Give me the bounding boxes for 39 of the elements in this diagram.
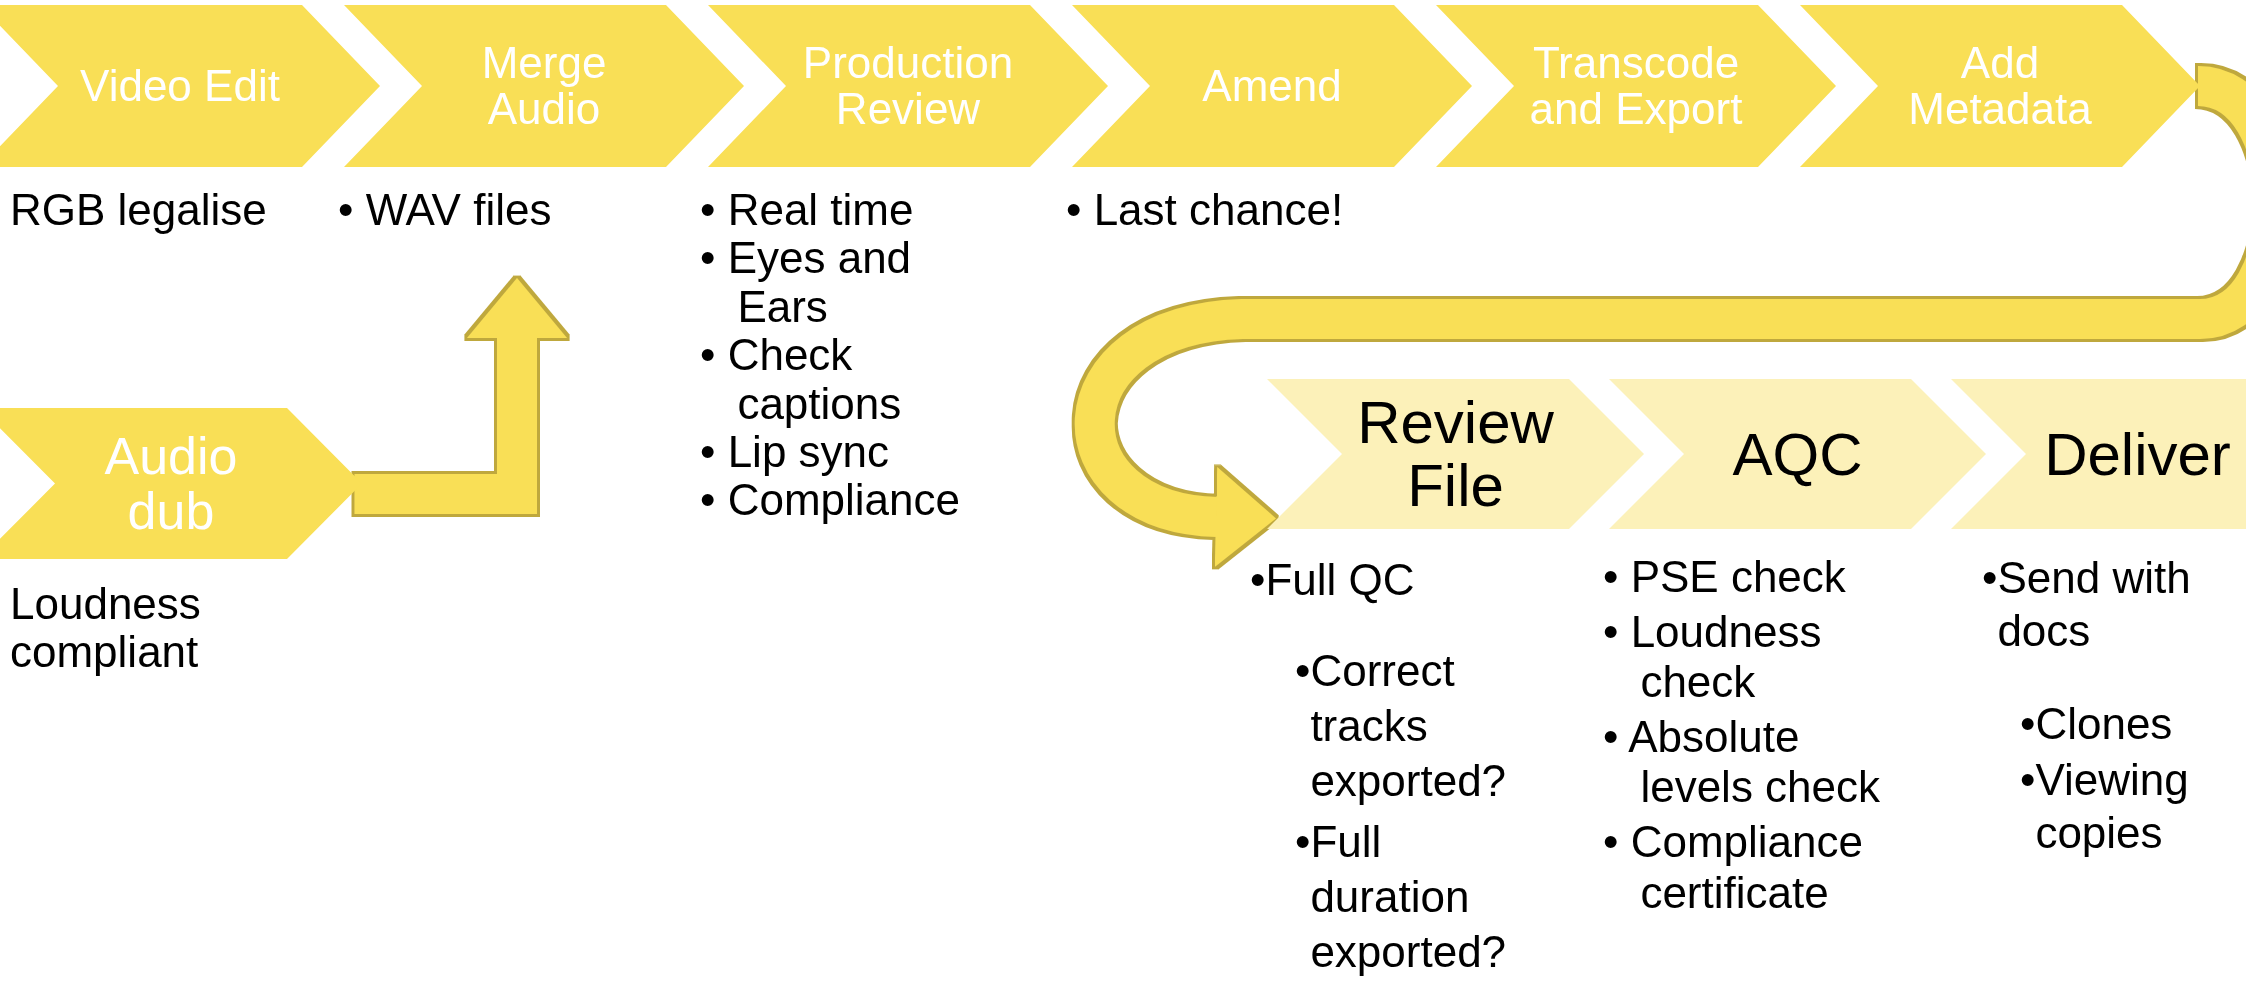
step-label: Add Metadata bbox=[1907, 39, 2093, 133]
step-label: Merge Audio bbox=[480, 39, 608, 133]
step-label: Production Review bbox=[801, 39, 1015, 133]
bullet-item: •Correct tracks exported? bbox=[1295, 645, 1508, 807]
bullet-item: •Send with docs bbox=[1982, 552, 2192, 657]
bullet-item: • Compliance bbox=[700, 476, 961, 525]
bullet-item: •Clones bbox=[2020, 697, 2174, 750]
chevron-step bbox=[708, 5, 1108, 167]
bullet-item: •Full QC bbox=[1250, 554, 1416, 606]
chevron-step bbox=[1951, 379, 2246, 529]
bullet-item: •Full duration exported? bbox=[1295, 816, 1508, 978]
step-label: AQC bbox=[1732, 422, 1863, 486]
step-label: Review File bbox=[1356, 391, 1555, 517]
bullet-item: •Viewing copies bbox=[2020, 754, 2190, 860]
step-label: Deliver bbox=[2044, 422, 2231, 486]
chevron-step bbox=[0, 5, 380, 167]
step-label: Audio dub bbox=[103, 428, 239, 539]
chevron-step bbox=[344, 5, 744, 167]
note-text: RGB legalise bbox=[10, 186, 268, 235]
chevron-step bbox=[1436, 5, 1836, 167]
bullet-item: • Real time bbox=[700, 186, 915, 235]
bullet-item: • Last chance! bbox=[1066, 186, 1345, 235]
block-arrow bbox=[354, 278, 567, 514]
step-label: Amend bbox=[1202, 62, 1342, 110]
step-label: Video Edit bbox=[80, 62, 280, 110]
bullet-item: • Lip sync bbox=[700, 427, 890, 477]
bullet-item: • Absolute levels check bbox=[1603, 711, 1882, 813]
bullet-item: • PSE check bbox=[1603, 552, 1847, 603]
chevron-step bbox=[1267, 379, 1644, 529]
bullet-item: • Check captions bbox=[700, 331, 903, 428]
bullet-item: • Eyes and Ears bbox=[700, 234, 913, 332]
chevron-step bbox=[1072, 5, 1472, 167]
chevron-step bbox=[1800, 5, 2200, 167]
bullet-item: • WAV files bbox=[338, 186, 553, 235]
note-text: Loudness compliant bbox=[10, 580, 202, 677]
step-label: Transcode and Export bbox=[1528, 39, 1744, 133]
chevron-step bbox=[1609, 379, 1986, 529]
bullet-item: • Loudness check bbox=[1603, 606, 1823, 708]
bullet-item: • Compliance certificate bbox=[1603, 816, 1864, 919]
